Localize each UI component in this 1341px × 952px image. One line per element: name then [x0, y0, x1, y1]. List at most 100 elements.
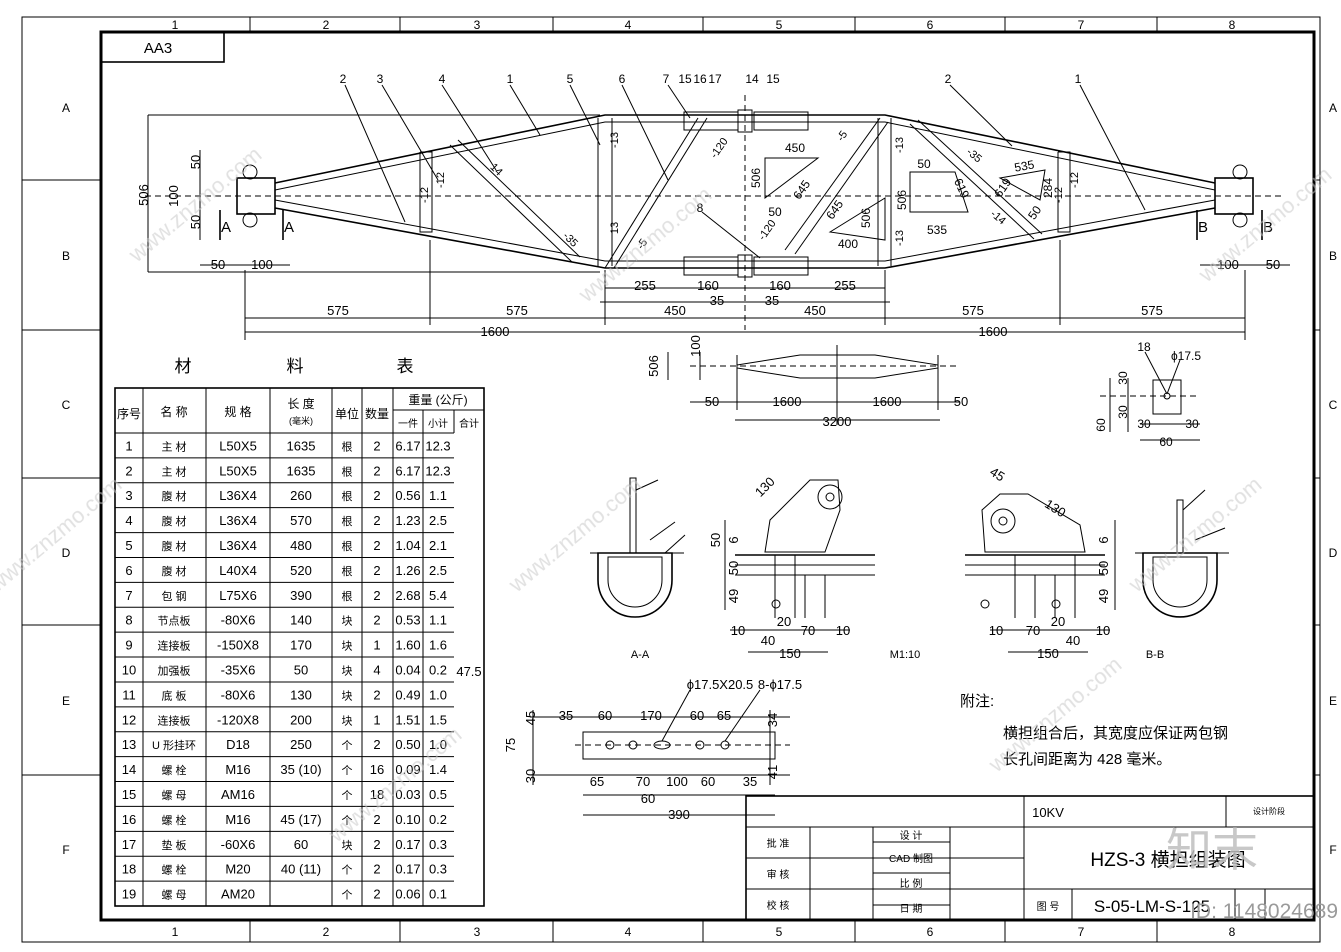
- row-unit: 块: [342, 689, 353, 702]
- row-unit: 个: [342, 864, 353, 877]
- row-name: 螺 母: [161, 889, 186, 902]
- row-name: 包 钢: [161, 590, 186, 603]
- dim-text: 150: [1037, 646, 1059, 661]
- row-name: 主 材: [161, 439, 186, 453]
- dim-text: 49: [1096, 589, 1111, 603]
- member-label: -5: [835, 129, 850, 144]
- row-no: 19: [122, 887, 136, 902]
- section-mark: B: [1198, 219, 1208, 236]
- row-name: 螺 栓: [161, 813, 186, 827]
- row-length: 250: [290, 737, 312, 752]
- member-label: -12: [419, 187, 431, 203]
- row-label: B: [62, 249, 70, 263]
- part-callout: 2: [945, 72, 952, 86]
- dim-text: 575: [962, 303, 984, 318]
- row-qty: 2: [373, 463, 380, 478]
- row-no: 1: [125, 438, 132, 453]
- row-no: 6: [125, 563, 132, 578]
- row-name: 螺 栓: [161, 763, 186, 777]
- row-name: 螺 母: [161, 789, 186, 802]
- row-subtotal: 2.1: [429, 538, 447, 553]
- row-each-weight: 1.60: [395, 638, 420, 653]
- dim-text: 10: [1096, 623, 1110, 638]
- dim-text: 10: [836, 623, 850, 638]
- approve-label: 批 准: [767, 837, 790, 850]
- row-name: U 形挂环: [152, 738, 196, 752]
- row-qty: 2: [373, 438, 380, 453]
- col-label: 2: [323, 925, 330, 939]
- part-callout: 17: [708, 72, 722, 86]
- header-weight: 重量 (公斤): [408, 393, 467, 407]
- row-subtotal: 12.3: [425, 438, 450, 453]
- section-mark: A: [284, 219, 294, 236]
- dim-text: 3200: [823, 414, 852, 429]
- row-each-weight: 0.06: [395, 887, 420, 902]
- row-name: 节点板: [158, 614, 191, 628]
- row-spec: -35X6: [221, 663, 256, 678]
- row-qty: 2: [373, 513, 380, 528]
- member-label: -35: [964, 146, 984, 165]
- detail-m1: [724, 479, 1116, 653]
- part-callout: 3: [377, 72, 384, 86]
- row-length: 40 (11): [281, 862, 321, 877]
- dim-text: 506: [646, 355, 661, 377]
- section-label: A-A: [631, 649, 650, 661]
- row-qty: 2: [373, 887, 380, 902]
- gusset-dim: 506: [859, 208, 873, 228]
- row-each-weight: 1.26: [395, 563, 420, 578]
- notes-heading: 附注:: [960, 693, 994, 710]
- col-label: 4: [625, 925, 632, 939]
- dim-text: 50: [188, 155, 203, 169]
- member-label: 13: [609, 222, 621, 234]
- voltage-label: 10KV: [1032, 805, 1064, 820]
- row-name: 主 材: [161, 464, 186, 478]
- row-label: E: [62, 694, 70, 708]
- dim-text: 41: [765, 765, 780, 779]
- row-name: 螺 栓: [161, 863, 186, 877]
- row-unit: 根: [342, 514, 353, 528]
- part-callout: 2: [340, 72, 347, 86]
- row-spec: L50X5: [219, 438, 257, 453]
- member-label: -35: [560, 230, 580, 250]
- row-length: 570: [290, 513, 312, 528]
- dim-text: 49: [726, 589, 741, 603]
- col-label: 6: [927, 18, 934, 32]
- date-label: 日 期: [900, 903, 923, 915]
- member-label: -13: [894, 137, 906, 153]
- member-label: -120: [756, 218, 778, 243]
- gusset-dim: 506: [749, 168, 763, 188]
- row-each-weight: 6.17: [395, 438, 420, 453]
- row-name: 垫 板: [161, 838, 186, 852]
- dim-text: 130: [1042, 496, 1068, 520]
- col-label: 4: [625, 18, 632, 32]
- header-unit: 单位: [335, 406, 359, 421]
- row-length: 1635: [287, 438, 316, 453]
- row-each-weight: 0.17: [395, 862, 420, 877]
- row-spec: L50X5: [219, 463, 257, 478]
- overview-elevation: [667, 345, 960, 425]
- dim-text: 50: [726, 561, 741, 575]
- dim-text: 6: [726, 536, 741, 543]
- row-each-weight: 0.56: [395, 488, 420, 503]
- row-no: 16: [122, 812, 136, 827]
- row-each-weight: 0.50: [395, 737, 420, 752]
- gusset-dim: 535: [927, 223, 947, 237]
- row-subtotal: 12.3: [425, 463, 450, 478]
- dim-text: 70: [1026, 623, 1040, 638]
- col-label: 8: [1229, 18, 1236, 32]
- row-subtotal: 1.0: [429, 687, 447, 702]
- row-name: 连接板: [158, 639, 191, 653]
- dim-text: 50: [708, 533, 723, 547]
- member-label: -12: [1069, 172, 1081, 188]
- dim-text: 60: [690, 708, 704, 723]
- row-subtotal: 0.1: [429, 887, 447, 902]
- hole-note: ϕ17.5X20.5: [687, 677, 754, 692]
- col-label: 7: [1078, 18, 1085, 32]
- row-subtotal: 0.3: [429, 837, 447, 852]
- cad-label: CAD 制图: [889, 852, 933, 865]
- row-length: 50: [294, 663, 308, 678]
- dim-text: 100: [251, 257, 273, 272]
- drawing-number: S-05-LM-S-125: [1094, 897, 1210, 916]
- watermark-brand: 知末: [1166, 824, 1258, 876]
- row-each-weight: 6.17: [395, 463, 420, 478]
